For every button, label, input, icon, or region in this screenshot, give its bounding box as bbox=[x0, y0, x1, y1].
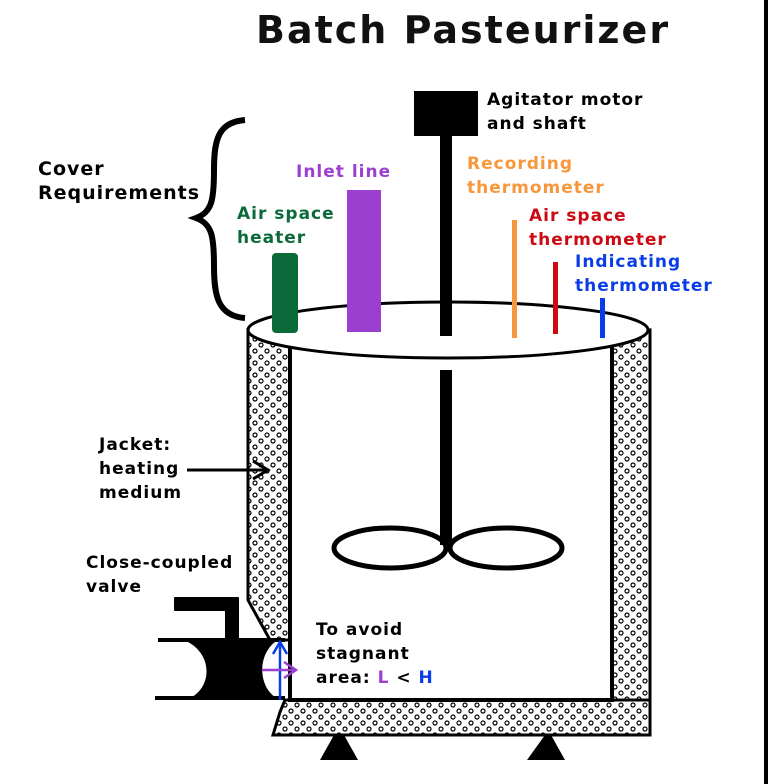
label-jacket: Jacket: heating medium bbox=[99, 433, 182, 505]
agitator-shaft-upper bbox=[440, 136, 452, 336]
jacket-bottom bbox=[270, 698, 652, 737]
air-space-heater bbox=[272, 253, 298, 333]
valve-body bbox=[188, 642, 275, 697]
agitator-blade-right bbox=[447, 525, 565, 571]
label-line: and shaft bbox=[487, 114, 587, 134]
label-inlet-line: Inlet line bbox=[296, 160, 391, 184]
agitator-shaft-lower bbox=[440, 370, 452, 545]
label-line: Recording bbox=[467, 154, 574, 174]
label-line: Close-coupled bbox=[86, 553, 234, 573]
label-cover-requirements: Cover Requirements bbox=[38, 157, 200, 205]
diagram-title: Batch Pasteurizer bbox=[256, 8, 671, 52]
agitator-blade-left bbox=[331, 525, 449, 571]
label-line: thermometer bbox=[529, 230, 667, 250]
label-line: thermometer bbox=[467, 178, 605, 198]
indicating-thermometer bbox=[600, 298, 605, 338]
label-line: stagnant bbox=[316, 644, 410, 664]
agitator-motor bbox=[414, 91, 478, 136]
label-line: Cover bbox=[38, 158, 105, 180]
label-stagnant-area: To avoid stagnant area: L < H bbox=[316, 618, 434, 690]
label-line: Requirements bbox=[38, 182, 201, 204]
jacket-right-wall bbox=[608, 328, 652, 737]
label-line: medium bbox=[99, 483, 183, 503]
label-line: Air space bbox=[529, 206, 627, 226]
label-line: valve bbox=[86, 577, 142, 597]
jacket-left-wall bbox=[246, 328, 292, 642]
valve-handle bbox=[174, 597, 239, 641]
label-line: Jacket: bbox=[99, 435, 172, 455]
label-H: H bbox=[418, 668, 434, 688]
vessel-leg-right bbox=[527, 735, 565, 760]
label-line: Agitator motor bbox=[487, 90, 644, 110]
length-arrow-L-head bbox=[283, 660, 299, 680]
cover-brace-icon bbox=[187, 117, 246, 321]
label-less-than: < bbox=[389, 668, 419, 688]
label-L: L bbox=[377, 668, 390, 688]
label-recording-thermometer: Recording thermometer bbox=[467, 152, 605, 200]
label-line: thermometer bbox=[575, 276, 713, 296]
label-line: area: L < H bbox=[316, 666, 434, 690]
inlet-line bbox=[347, 190, 381, 332]
label-text: area: bbox=[316, 668, 378, 688]
label-indicating-thermometer: Indicating thermometer bbox=[575, 250, 713, 298]
height-arrow-H-head bbox=[271, 639, 289, 655]
vessel-leg-left bbox=[320, 735, 358, 760]
right-border bbox=[764, 0, 768, 784]
label-agitator: Agitator motor and shaft bbox=[487, 88, 643, 136]
label-air-space-thermometer: Air space thermometer bbox=[529, 204, 667, 252]
label-line: heating bbox=[99, 459, 180, 479]
label-air-space-heater: Air space heater bbox=[237, 202, 335, 250]
label-line: heater bbox=[237, 228, 307, 248]
label-line: Indicating bbox=[575, 252, 682, 272]
label-valve: Close-coupled valve bbox=[86, 551, 233, 599]
label-line: Inlet line bbox=[296, 162, 392, 182]
air-space-thermometer bbox=[553, 262, 558, 334]
recording-thermometer bbox=[512, 220, 517, 338]
label-line: Air space bbox=[237, 204, 335, 224]
jacket-arrow-head bbox=[252, 459, 271, 481]
label-line: To avoid bbox=[316, 620, 404, 640]
